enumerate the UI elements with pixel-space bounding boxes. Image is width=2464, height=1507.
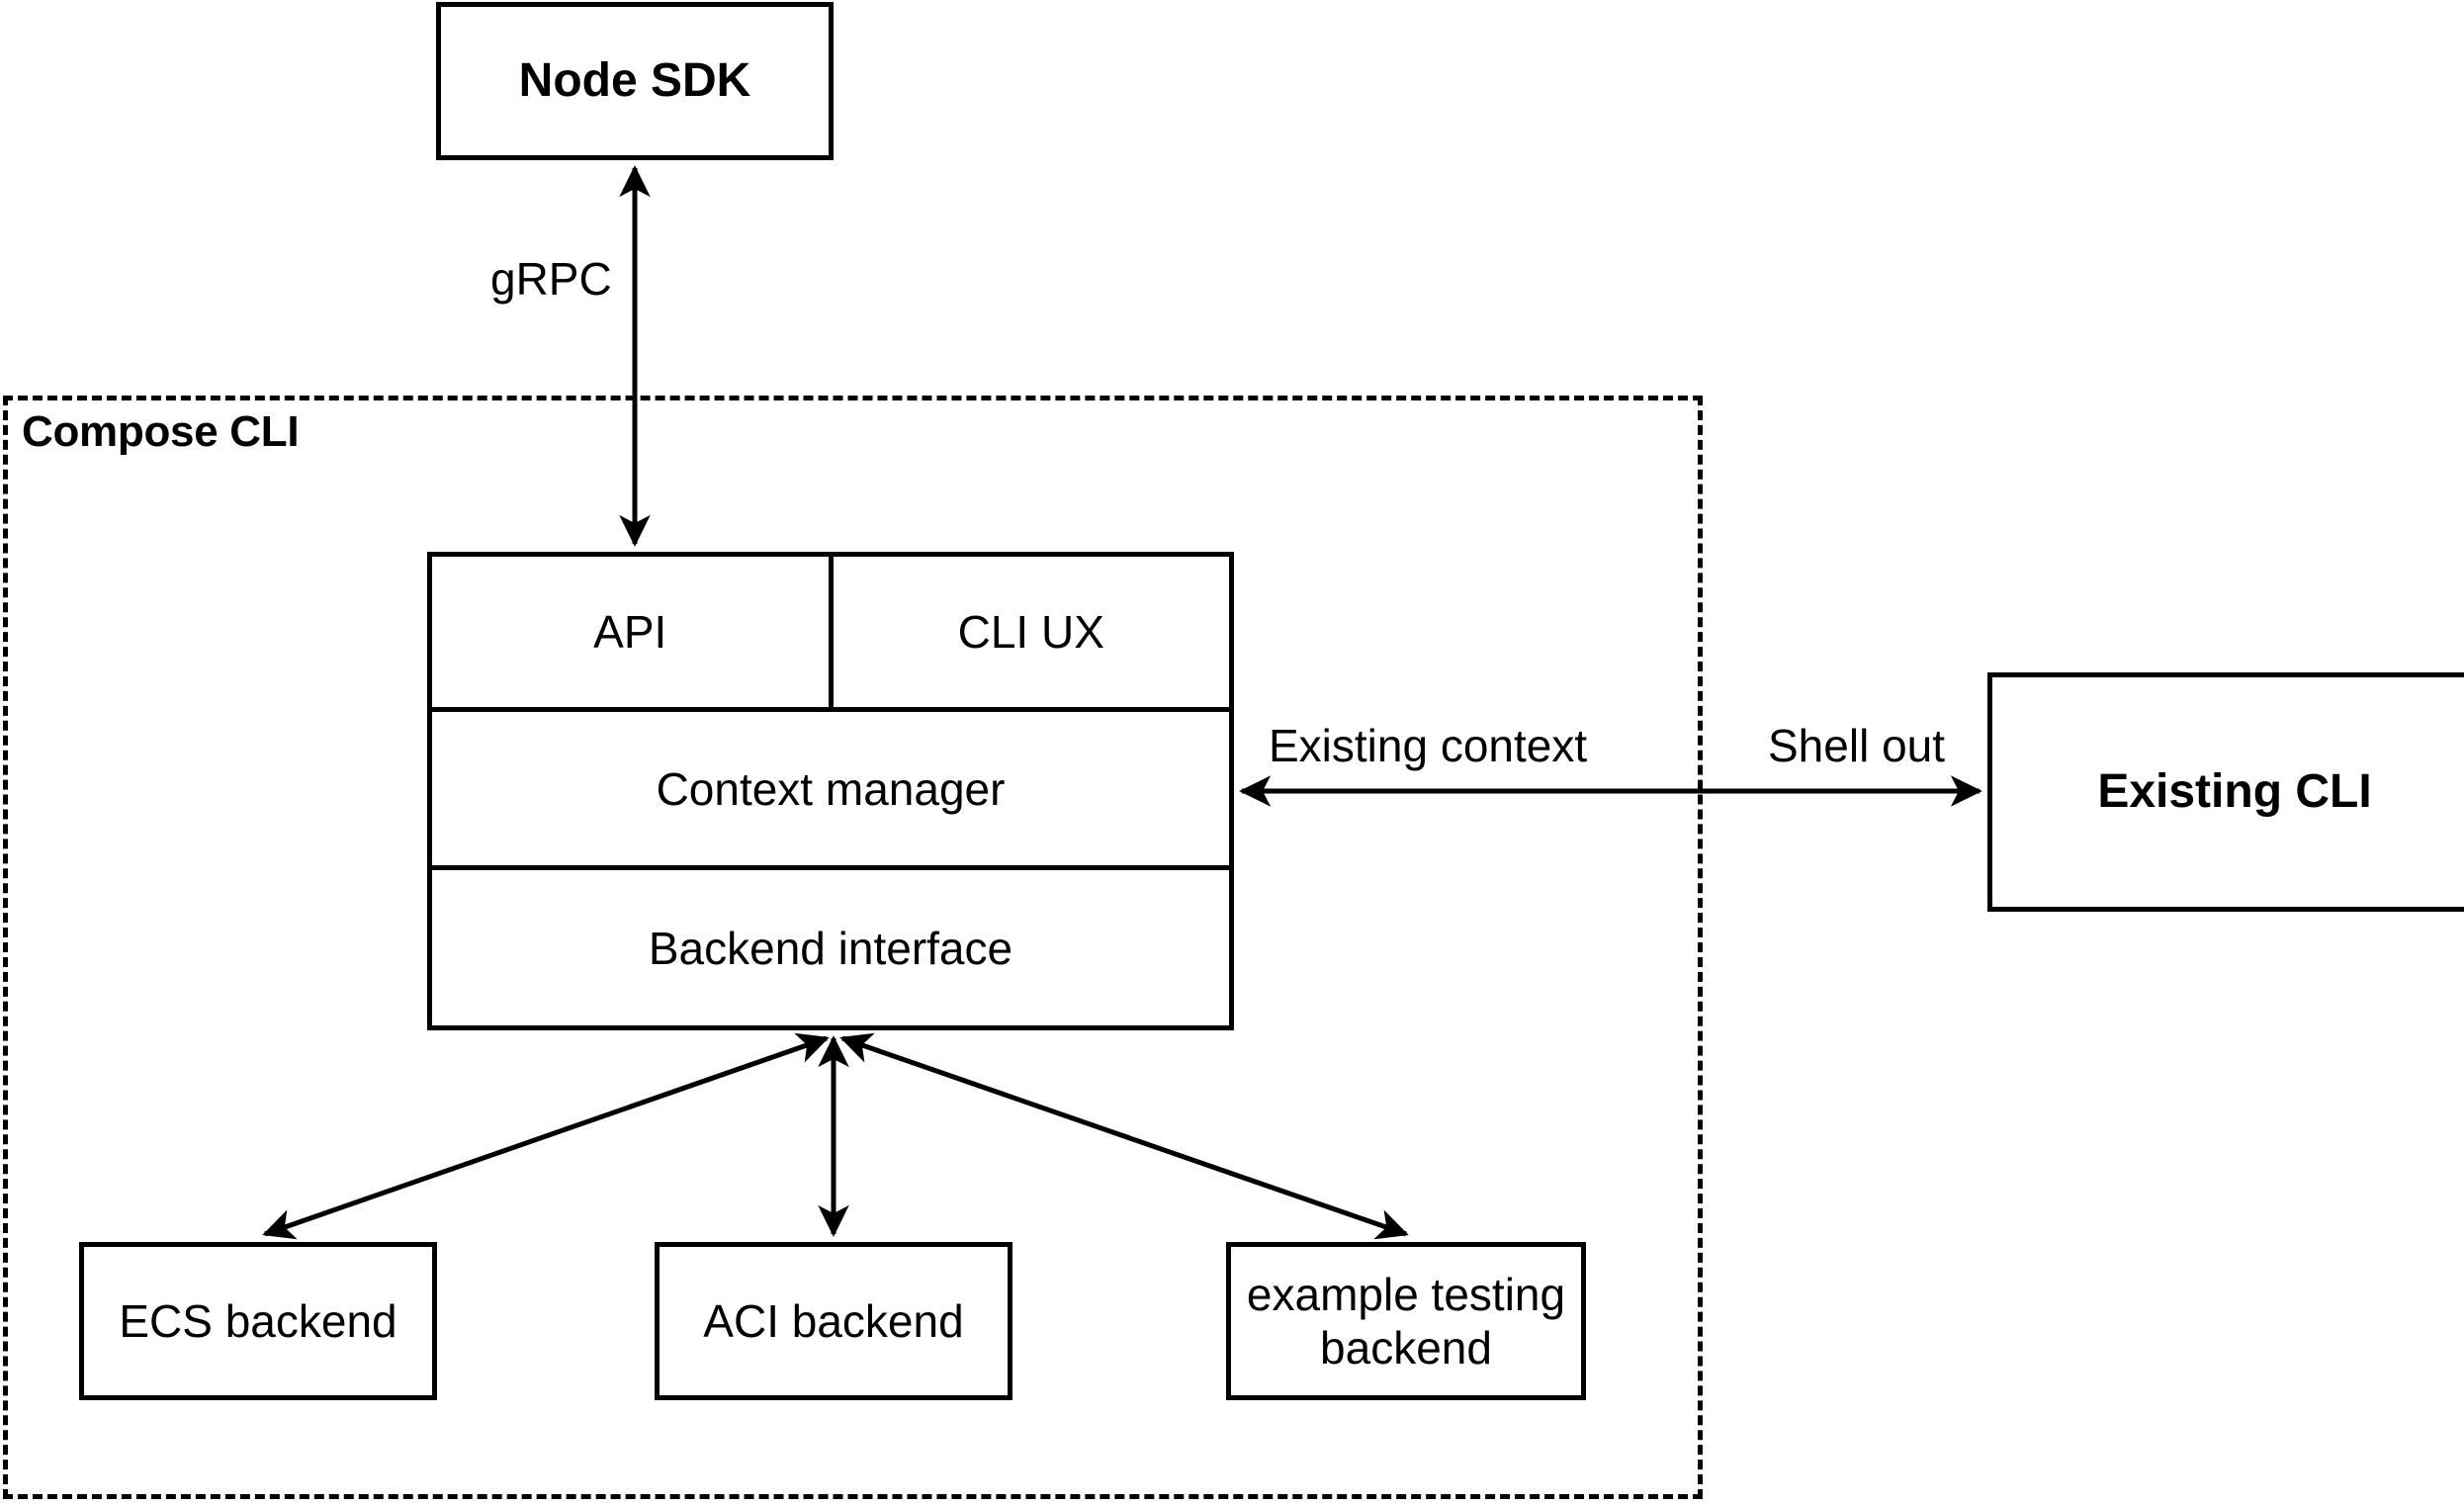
node-sdk-box[interactable]: Node SDK — [436, 2, 834, 160]
cli-ux-label: CLI UX — [957, 606, 1104, 658]
edge-backend-example-line — [839, 1032, 1409, 1240]
edge-label-shell-out: Shell out — [1768, 720, 1946, 771]
existing-cli-label: Existing CLI — [2097, 764, 2372, 818]
compose-cli-stack: API CLI UX Context manager Backend inter… — [427, 552, 1234, 1030]
compose-cli-boundary — [3, 396, 1703, 1499]
stack-cell-api[interactable]: API — [432, 557, 834, 707]
compose-cli-group-label: Compose CLI — [22, 407, 300, 456]
aci-backend-label: ACI backend — [703, 1294, 964, 1347]
stack-row-backend-interface[interactable]: Backend interface — [432, 870, 1229, 1025]
context-manager-label: Context manager — [656, 762, 1006, 815]
ecs-backend-box[interactable]: ECS backend — [79, 1242, 437, 1400]
node-sdk-label: Node SDK — [518, 53, 751, 107]
example-testing-backend-line-2: backend — [1320, 1322, 1492, 1374]
aci-backend-box[interactable]: ACI backend — [655, 1242, 1012, 1400]
example-testing-backend-box[interactable]: example testing backend — [1226, 1242, 1586, 1400]
example-testing-backend-line-1: example testing — [1246, 1268, 1566, 1320]
edge-label-existing-context: Existing context — [1269, 720, 1588, 771]
existing-cli-box[interactable]: Existing CLI — [1987, 672, 2464, 912]
ecs-backend-label: ECS backend — [119, 1294, 397, 1347]
example-testing-backend-label: example testing backend — [1237, 1268, 1575, 1375]
api-label: API — [593, 606, 667, 658]
backend-interface-label: Backend interface — [648, 922, 1013, 974]
edge-backend-ecs-line — [262, 1032, 830, 1240]
stack-row-api-cliux: API CLI UX — [432, 557, 1229, 712]
edge-label-grpc: gRPC — [490, 253, 612, 305]
stack-cell-cli-ux[interactable]: CLI UX — [834, 557, 1230, 707]
stack-row-context-manager[interactable]: Context manager — [432, 712, 1229, 870]
